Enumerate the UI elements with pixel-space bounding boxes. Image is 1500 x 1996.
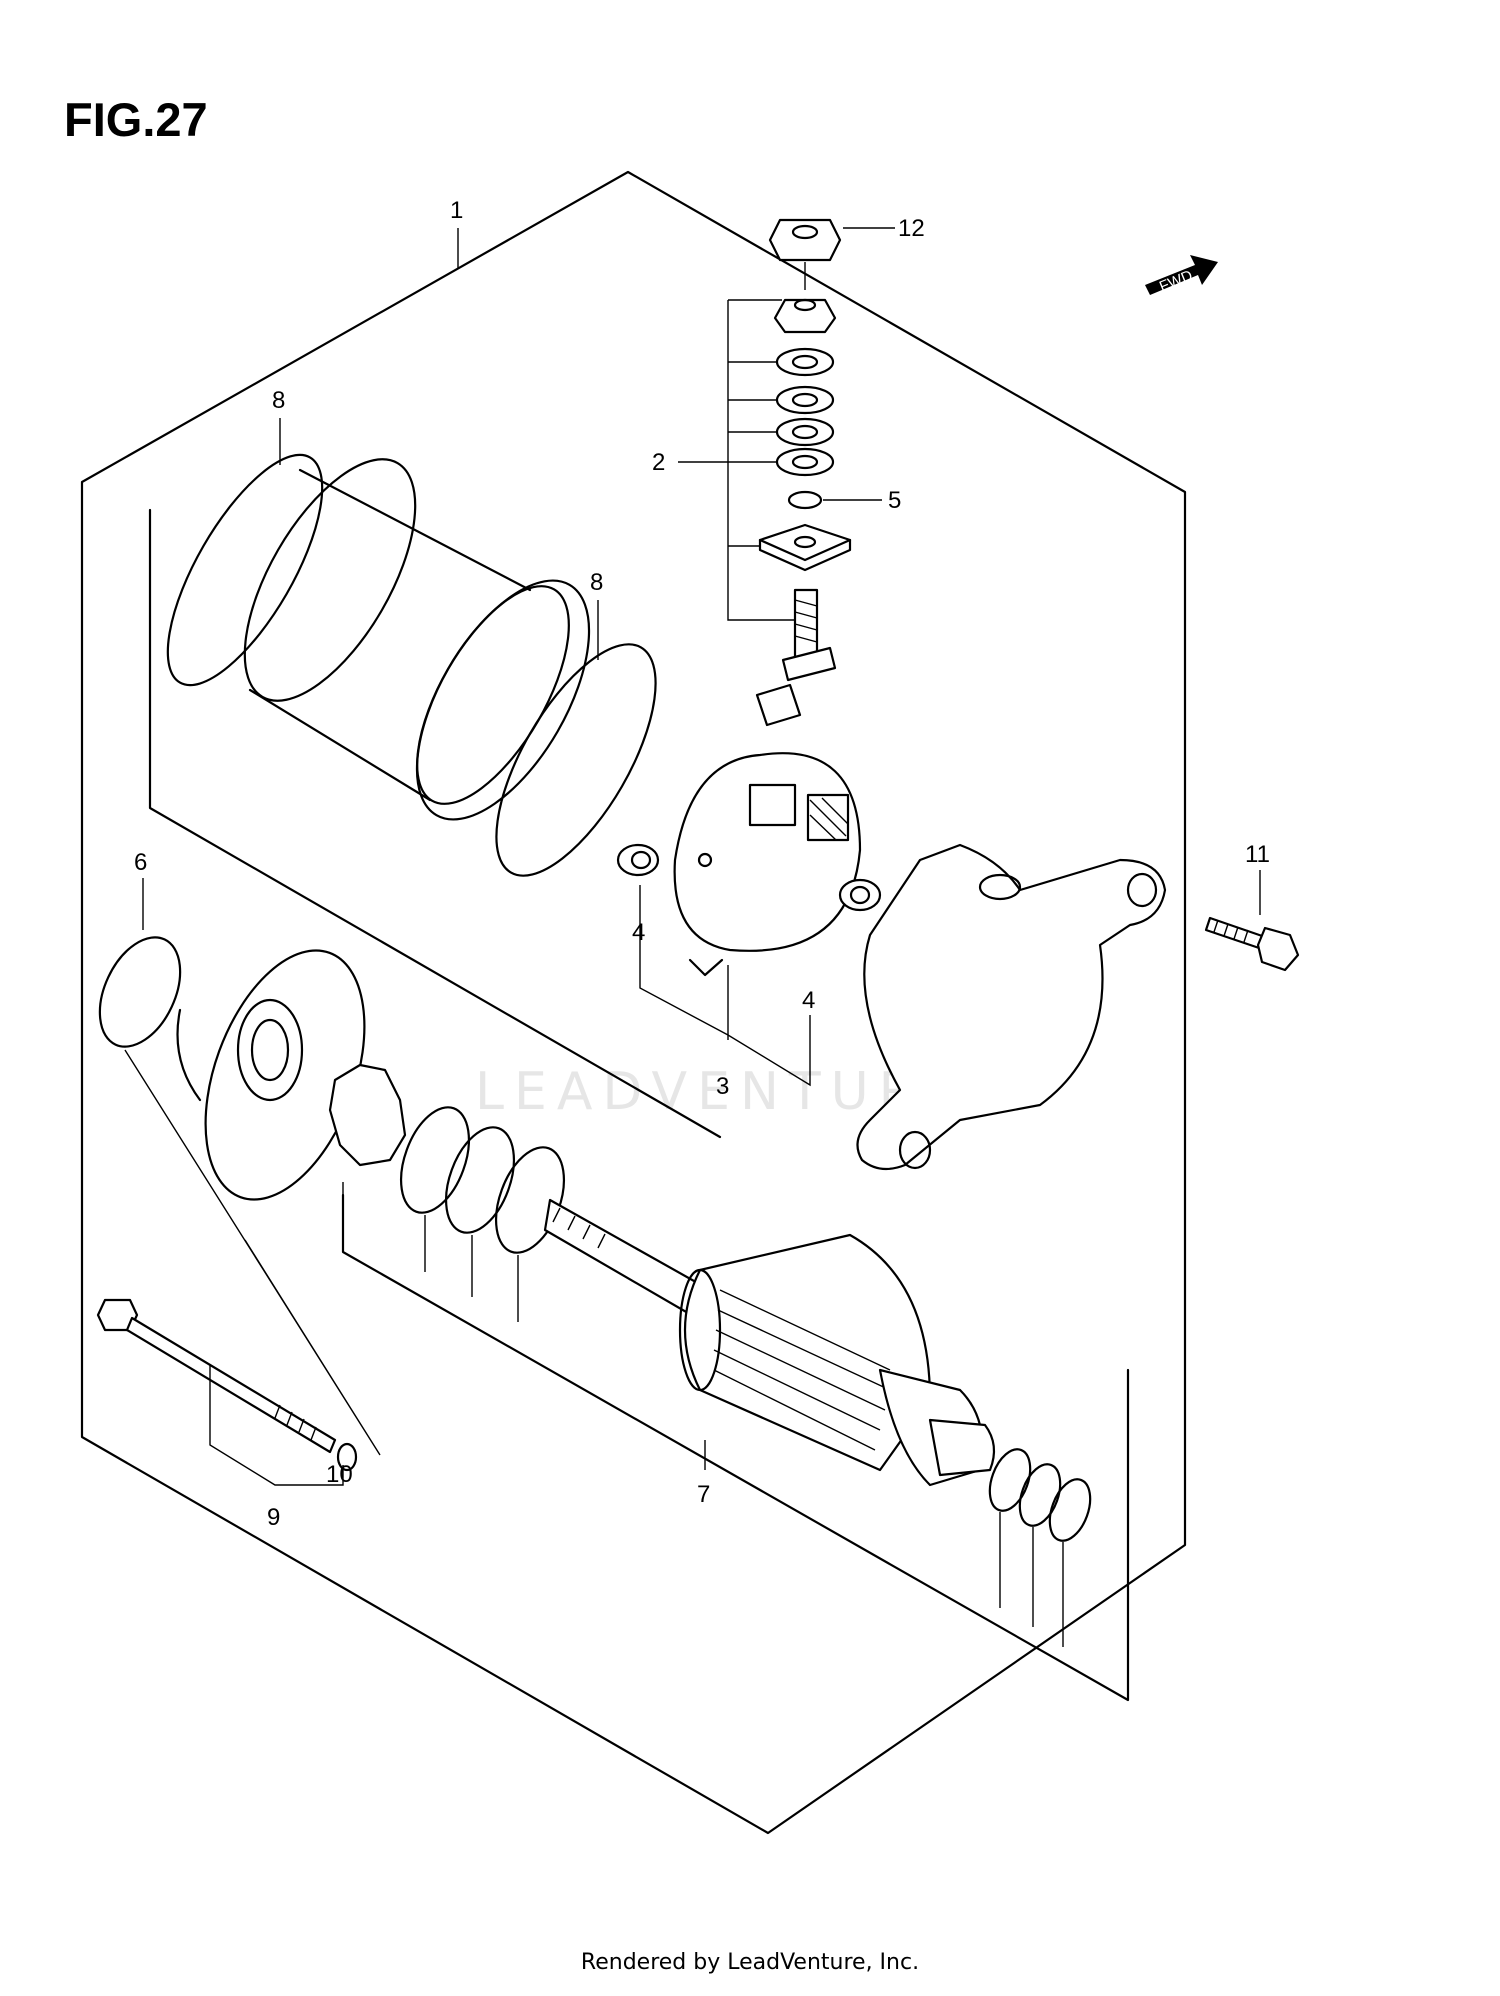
- shim-1: [400, 1106, 470, 1214]
- callout-10: 10: [326, 1461, 353, 1488]
- thrust-washer-plate: [328, 1063, 407, 1167]
- callout-4-left: 4: [632, 919, 645, 946]
- callout-1: 1: [450, 197, 463, 224]
- housing-end-cover: [856, 843, 1167, 1171]
- motor-case: [243, 458, 591, 821]
- brush-holder-plate: [673, 752, 862, 977]
- motor-case-bracket: [148, 508, 722, 1139]
- shim-3: [495, 1146, 565, 1254]
- callout-3: 3: [716, 1073, 729, 1100]
- callout-11: 11: [1245, 841, 1270, 868]
- assembly-boundary: [80, 170, 1187, 1835]
- callout-6: 6: [134, 849, 147, 876]
- o-ring-front: [495, 643, 657, 877]
- shim-2: [445, 1126, 515, 1234]
- guide-lines: [124, 1049, 381, 1456]
- callout-12: 12: [898, 215, 925, 242]
- callout-5: 5: [888, 487, 901, 514]
- mounting-bolt: [1204, 916, 1300, 972]
- callout-9: 9: [267, 1504, 280, 1531]
- callout-4-right: 4: [802, 987, 815, 1014]
- leader-lines: [142, 227, 1261, 1647]
- end-washer-2: [1018, 1463, 1062, 1527]
- callout-8-left: 8: [272, 387, 285, 414]
- footer-credit: Rendered by LeadVenture, Inc.: [580, 1950, 920, 1975]
- fwd-arrow-icon: FWD: [1145, 255, 1218, 296]
- callout-8-right: 8: [590, 569, 603, 596]
- terminal-bolt-stack: [755, 218, 852, 727]
- fwd-label: FWD: [1157, 267, 1195, 296]
- end-washer-3: [1048, 1478, 1092, 1542]
- o-ring-rear: [166, 453, 324, 687]
- callout-2: 2: [652, 449, 665, 476]
- bolt-washer: [336, 1442, 358, 1472]
- figure-title: FIG.27: [64, 93, 208, 146]
- end-washer-1: [988, 1448, 1032, 1512]
- callout-7: 7: [697, 1481, 710, 1508]
- brush-springs: [616, 843, 882, 912]
- armature: [543, 1198, 996, 1487]
- through-bolt: [96, 1298, 337, 1454]
- o-ring-front-cover: [98, 936, 182, 1048]
